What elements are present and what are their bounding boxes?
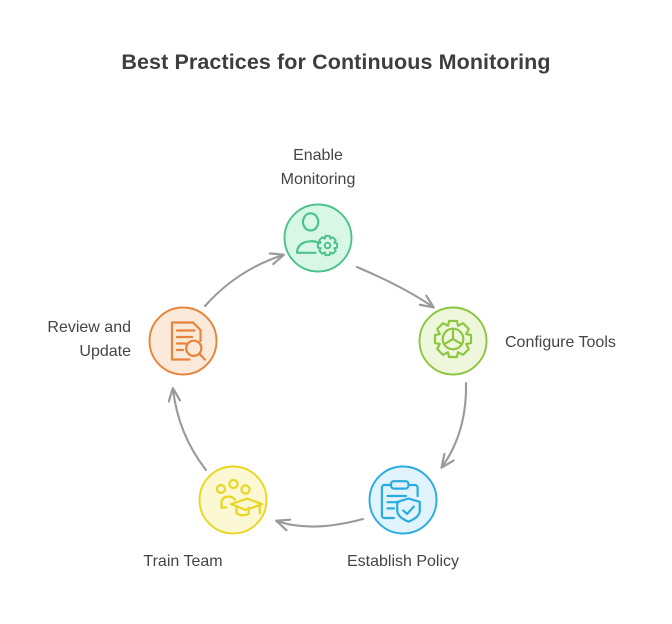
node-label-establish-policy: Establish Policy [346,553,460,570]
team-graduation-cap-icon [215,478,264,517]
arrow-train-to-review [173,389,208,472]
clipboard-shield-check-icon [380,480,421,523]
arrow-policy-to-train [277,517,365,527]
node-circle-review-and-update [148,306,218,376]
node-circle-enable-monitoring [283,203,353,273]
node-enable-monitoring[interactable] [283,203,353,273]
user-gear-icon [295,212,339,257]
node-train-team[interactable] [198,465,268,535]
arrow-review-to-enable [203,255,283,308]
arrow-configure-to-policy [442,381,468,467]
gear-icon [433,319,473,359]
document-search-icon [170,321,207,361]
connector-arrows [173,255,468,527]
node-label-review-and-update: Review and Update [47,319,131,360]
page-title: Best Practices for Continuous Monitoring [121,50,551,74]
arrow-enable-to-configure [355,265,433,307]
node-circle-configure-tools [418,306,488,376]
node-configure-tools[interactable] [418,306,488,376]
node-label-configure-tools: Configure Tools [505,334,616,351]
node-establish-policy[interactable] [368,465,438,535]
node-circle-train-team [198,465,268,535]
node-label-train-team: Train Team [143,553,223,570]
node-label-enable-monitoring: Enable Monitoring [280,147,356,188]
node-review-and-update[interactable] [148,306,218,376]
